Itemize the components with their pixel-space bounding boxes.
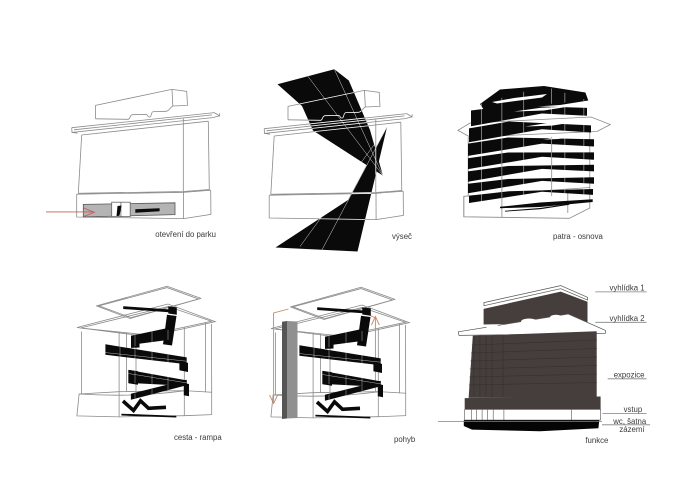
svg-text:wc, šatna: wc, šatna	[612, 417, 647, 426]
svg-text:otevření do parku: otevření do parku	[155, 230, 216, 239]
svg-text:zázemí: zázemí	[619, 425, 645, 434]
svg-text:expozice: expozice	[614, 370, 645, 379]
svg-text:funkce: funkce	[585, 436, 608, 445]
svg-text:pohyb: pohyb	[394, 435, 416, 444]
svg-text:vyhlídka 1: vyhlídka 1	[610, 284, 645, 293]
svg-text:vyhlídka 2: vyhlídka 2	[610, 314, 645, 323]
svg-text:vstup: vstup	[624, 405, 643, 414]
svg-text:cesta - rampa: cesta - rampa	[174, 433, 222, 442]
svg-text:výseč: výseč	[392, 232, 412, 241]
svg-text:patra - osnova: patra - osnova	[553, 232, 604, 241]
